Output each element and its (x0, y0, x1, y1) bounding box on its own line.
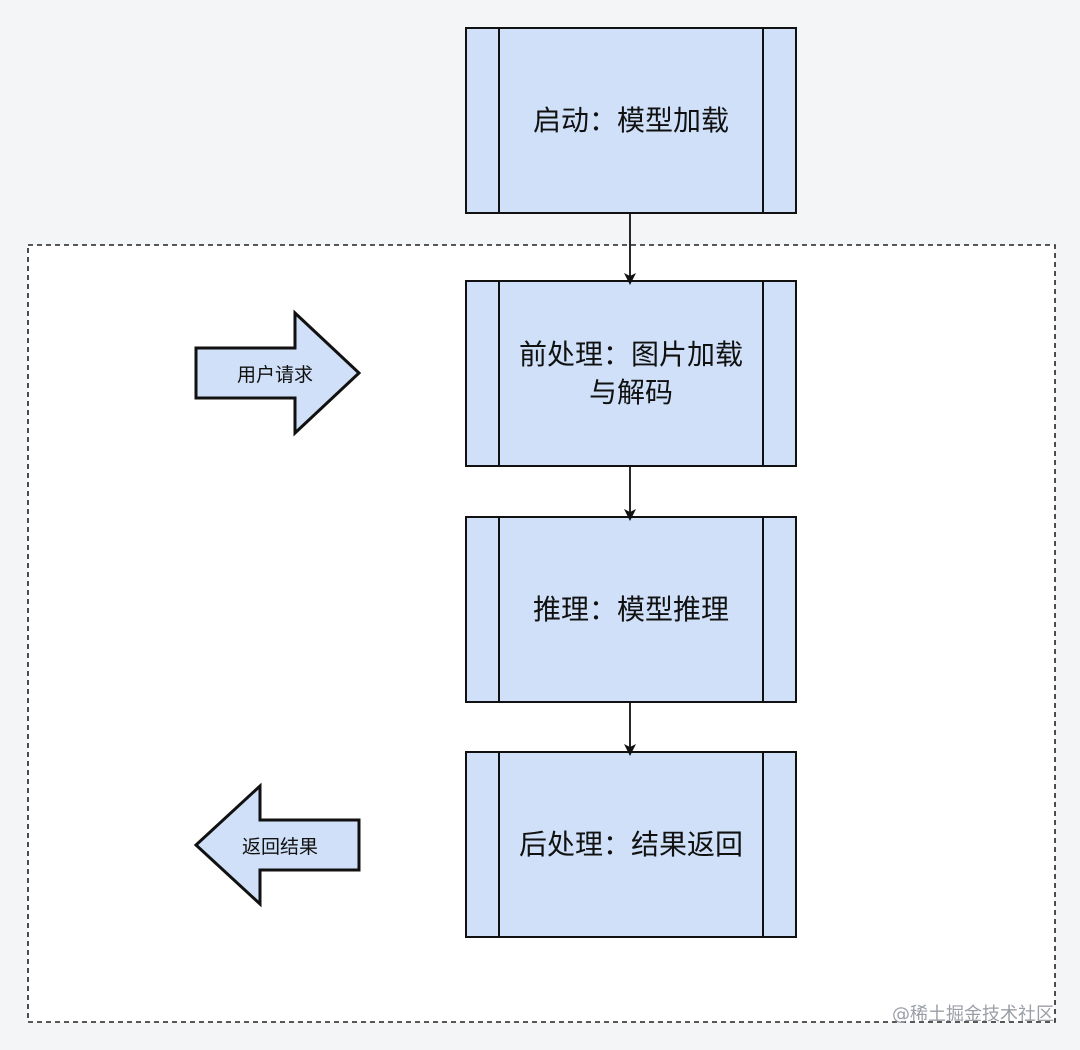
watermark-text: @稀土掘金技术社区 (892, 1004, 1054, 1025)
step-box-inference (465, 516, 797, 703)
step-label-inference: 推理：模型推理 (532, 592, 729, 626)
request-arrow-shape (194, 309, 362, 437)
step-label-preprocess: 前处理：图片加载与解码 (518, 337, 743, 409)
step-label-startup: 启动：模型加载 (532, 103, 729, 137)
step-box-startup (465, 27, 797, 214)
step-label-postprocess: 后处理：结果返回 (518, 827, 743, 861)
step-box-preprocess (465, 280, 797, 467)
response-arrow-shape (193, 782, 361, 908)
response-arrow-label: 返回结果 (241, 835, 318, 858)
step-box-postprocess (465, 751, 797, 938)
request-arrow-label: 用户请求 (236, 363, 313, 386)
